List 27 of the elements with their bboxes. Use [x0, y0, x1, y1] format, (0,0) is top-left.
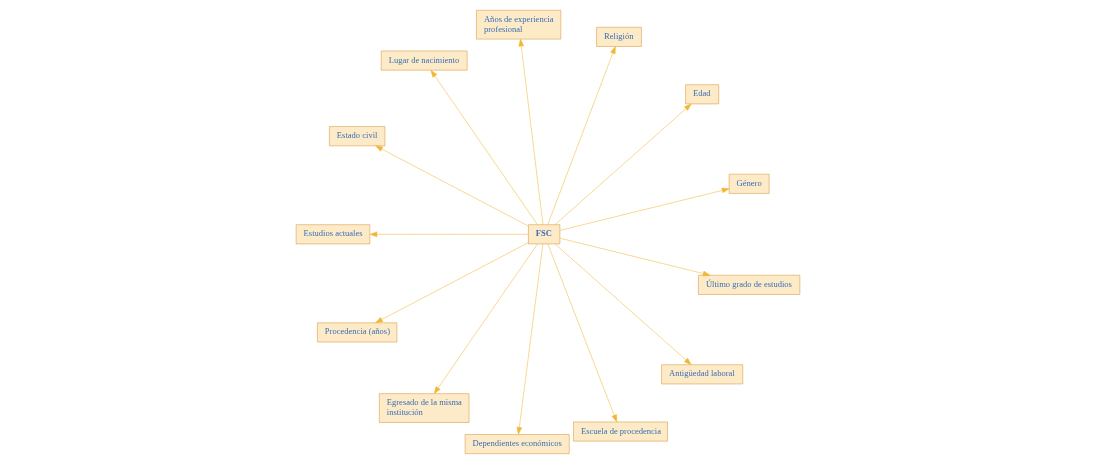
- node-box: Estado civil: [328, 126, 385, 147]
- node-box: Religión: [595, 27, 642, 47]
- arrow: [554, 103, 691, 225]
- node-box: Lugar de nacimiento: [380, 50, 467, 71]
- node-box: Años de experiencia profesional: [475, 10, 561, 40]
- arrow: [374, 242, 529, 324]
- node-box: FSC: [527, 224, 560, 245]
- arrow: [518, 38, 543, 225]
- node-box: Género: [728, 173, 769, 194]
- arrow: [547, 46, 616, 225]
- node-box: Edad: [684, 84, 719, 105]
- arrow: [374, 145, 529, 227]
- arrow: [516, 243, 543, 435]
- node-box: Antigüedad laboral: [660, 364, 743, 385]
- node-box: Egresado de la misma institución: [378, 393, 469, 423]
- node-box: Último grado de estudios: [697, 274, 800, 295]
- arrow: [559, 187, 729, 231]
- node-box: Escuela de procedencia: [572, 421, 668, 442]
- arrow: [430, 70, 538, 225]
- arrow: [369, 231, 528, 237]
- node-box: Dependientes económicos: [464, 434, 569, 454]
- arrow: [547, 243, 617, 423]
- node-box: Procedencia (años): [316, 322, 397, 343]
- arrow: [559, 237, 710, 277]
- arrow: [554, 243, 691, 365]
- node-box: Estudios actuales: [295, 224, 370, 245]
- arrow: [433, 243, 538, 394]
